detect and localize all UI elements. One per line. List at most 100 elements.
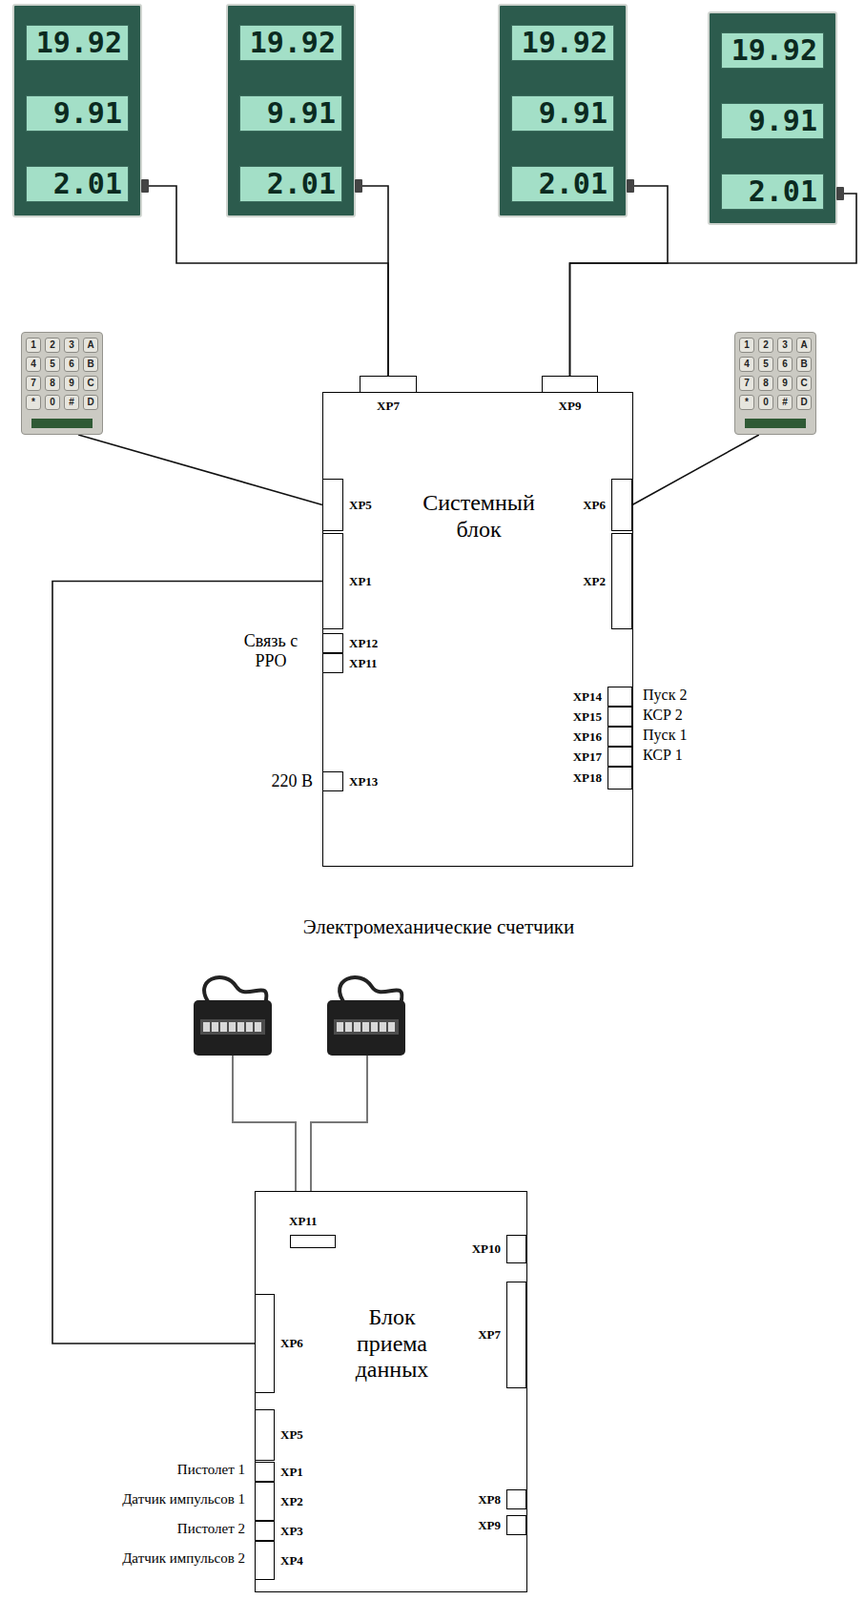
lcd-window: 19.92 [511,24,615,62]
connector-socket: XP1 [254,1462,275,1483]
connector-socket: XP3 [254,1521,275,1542]
group-caption: Электромеханические счетчики [228,915,649,939]
keypad-key: 9 [777,375,793,392]
display-plug [354,179,363,193]
lcd-window: 19.92 [25,24,129,62]
keypad-key: 5 [44,356,61,372]
connector-name: XP8 [477,1492,501,1507]
connector-name: XP3 [280,1524,304,1539]
keypad-key: C [82,375,99,392]
lcd-window: 2.01 [25,165,129,203]
connector-socket: XP16 [607,726,633,747]
keypad-key: C [796,375,812,392]
counter-body [193,1000,272,1056]
signal-name: Связь с РРО [226,631,315,671]
lcd-window: 9.91 [239,95,343,132]
keypad-key: 0 [44,394,61,411]
connector-name: XP9 [477,1518,501,1533]
block-title: Системный блок [411,490,546,543]
counter-wire [232,1055,296,1192]
connector-socket: XP9 [541,375,598,393]
connector-name: XP4 [280,1553,304,1568]
counter-picture [193,977,272,1056]
display-value: 19.92 [721,33,824,68]
keypad-board [744,418,806,429]
lcd-window: 19.92 [239,24,343,62]
keypad-key: # [777,394,793,411]
connector-socket: XP5 [254,1409,275,1462]
keypad-key: 7 [739,375,755,392]
lcd-window: 19.92 [720,32,824,69]
counter-cable [204,977,267,1005]
connector-name: XP11 [349,656,378,671]
display-value: 2.01 [721,174,824,209]
connector-socket: XP1 [322,533,344,630]
unit-block: Блок приема данныхXP11XP10XP7XP6XP5XP1XP… [254,1191,528,1593]
signal-name: КСР 1 [642,746,720,764]
lcd-window: 2.01 [239,165,343,203]
connector-name: XP13 [349,774,378,789]
keypad-key: 6 [63,356,80,372]
display-value: 19.92 [512,25,614,61]
signal-name: 220 В [226,771,313,792]
signal-name: Датчик импульсов 1 [54,1491,246,1508]
keypad-key: D [796,394,812,411]
display-value: 19.92 [240,25,342,61]
connector-name: XP6 [280,1336,304,1351]
keypad-key: 2 [758,337,774,353]
keypad-key: 8 [758,375,774,392]
counter-face [333,1019,399,1035]
keypad: 123A456B789C*0#D [734,331,817,435]
keypad: 123A456B789C*0#D [20,331,103,435]
counter-drums [336,1022,395,1032]
connector-socket: XP8 [506,1489,527,1510]
connector-socket: XP15 [607,706,633,727]
connector-socket: XP5 [322,478,344,532]
keypad-key: * [739,394,755,411]
display-value: 2.01 [512,166,614,202]
display-value: 9.91 [512,96,614,131]
connector-name: XP7 [477,1327,501,1342]
unit-block: Системный блокXP7XP9XP5XP6XP1XP2XP12XP11… [322,391,634,867]
keypad-key: B [796,356,812,372]
connector-name: XP17 [573,749,602,764]
keypad-board [31,418,93,429]
display-value: 9.91 [721,103,824,139]
connector-name: XP16 [573,729,602,744]
connector-name: XP5 [280,1427,304,1442]
display-plug [626,179,635,193]
wire-connector [355,185,389,376]
connector-socket: XP14 [607,686,633,707]
keypad-key: * [25,394,42,411]
connector-name: XP14 [573,689,602,704]
fuel-display: 19.92 9.91 2.01 [497,3,628,218]
connector-socket: XP7 [506,1281,527,1389]
connector-socket: XP2 [611,533,633,630]
keypad-key: 6 [777,356,793,372]
connector-name: XP9 [558,398,582,413]
lcd-window: 9.91 [720,102,824,140]
connector-name: XP10 [472,1241,501,1257]
keypad-key: 5 [758,356,774,372]
counter-wire [310,1055,368,1192]
counter-face [200,1019,266,1035]
connector-socket: XP7 [359,375,417,393]
counter-drums [203,1022,262,1032]
keypad-key: 2 [44,337,61,353]
counter-cable [339,977,402,1005]
keypad-key: 3 [63,337,80,353]
display-value: 9.91 [26,96,128,131]
display-plug [836,186,845,201]
signal-name: Датчик импульсов 2 [54,1550,246,1567]
connector-name: XP5 [349,497,372,513]
signal-name: Пистолет 1 [54,1462,246,1479]
connector-socket: XP6 [611,478,633,532]
wire-connector [632,434,760,506]
connector-name: XP15 [573,709,602,724]
keypad-key: # [63,394,80,411]
fuel-display: 19.92 9.91 2.01 [707,11,838,226]
connector-socket: XP6 [254,1294,275,1394]
signal-name: Пуск 2 [642,686,720,704]
keypad-key: 1 [25,337,42,353]
keypad-key: 8 [44,375,61,392]
